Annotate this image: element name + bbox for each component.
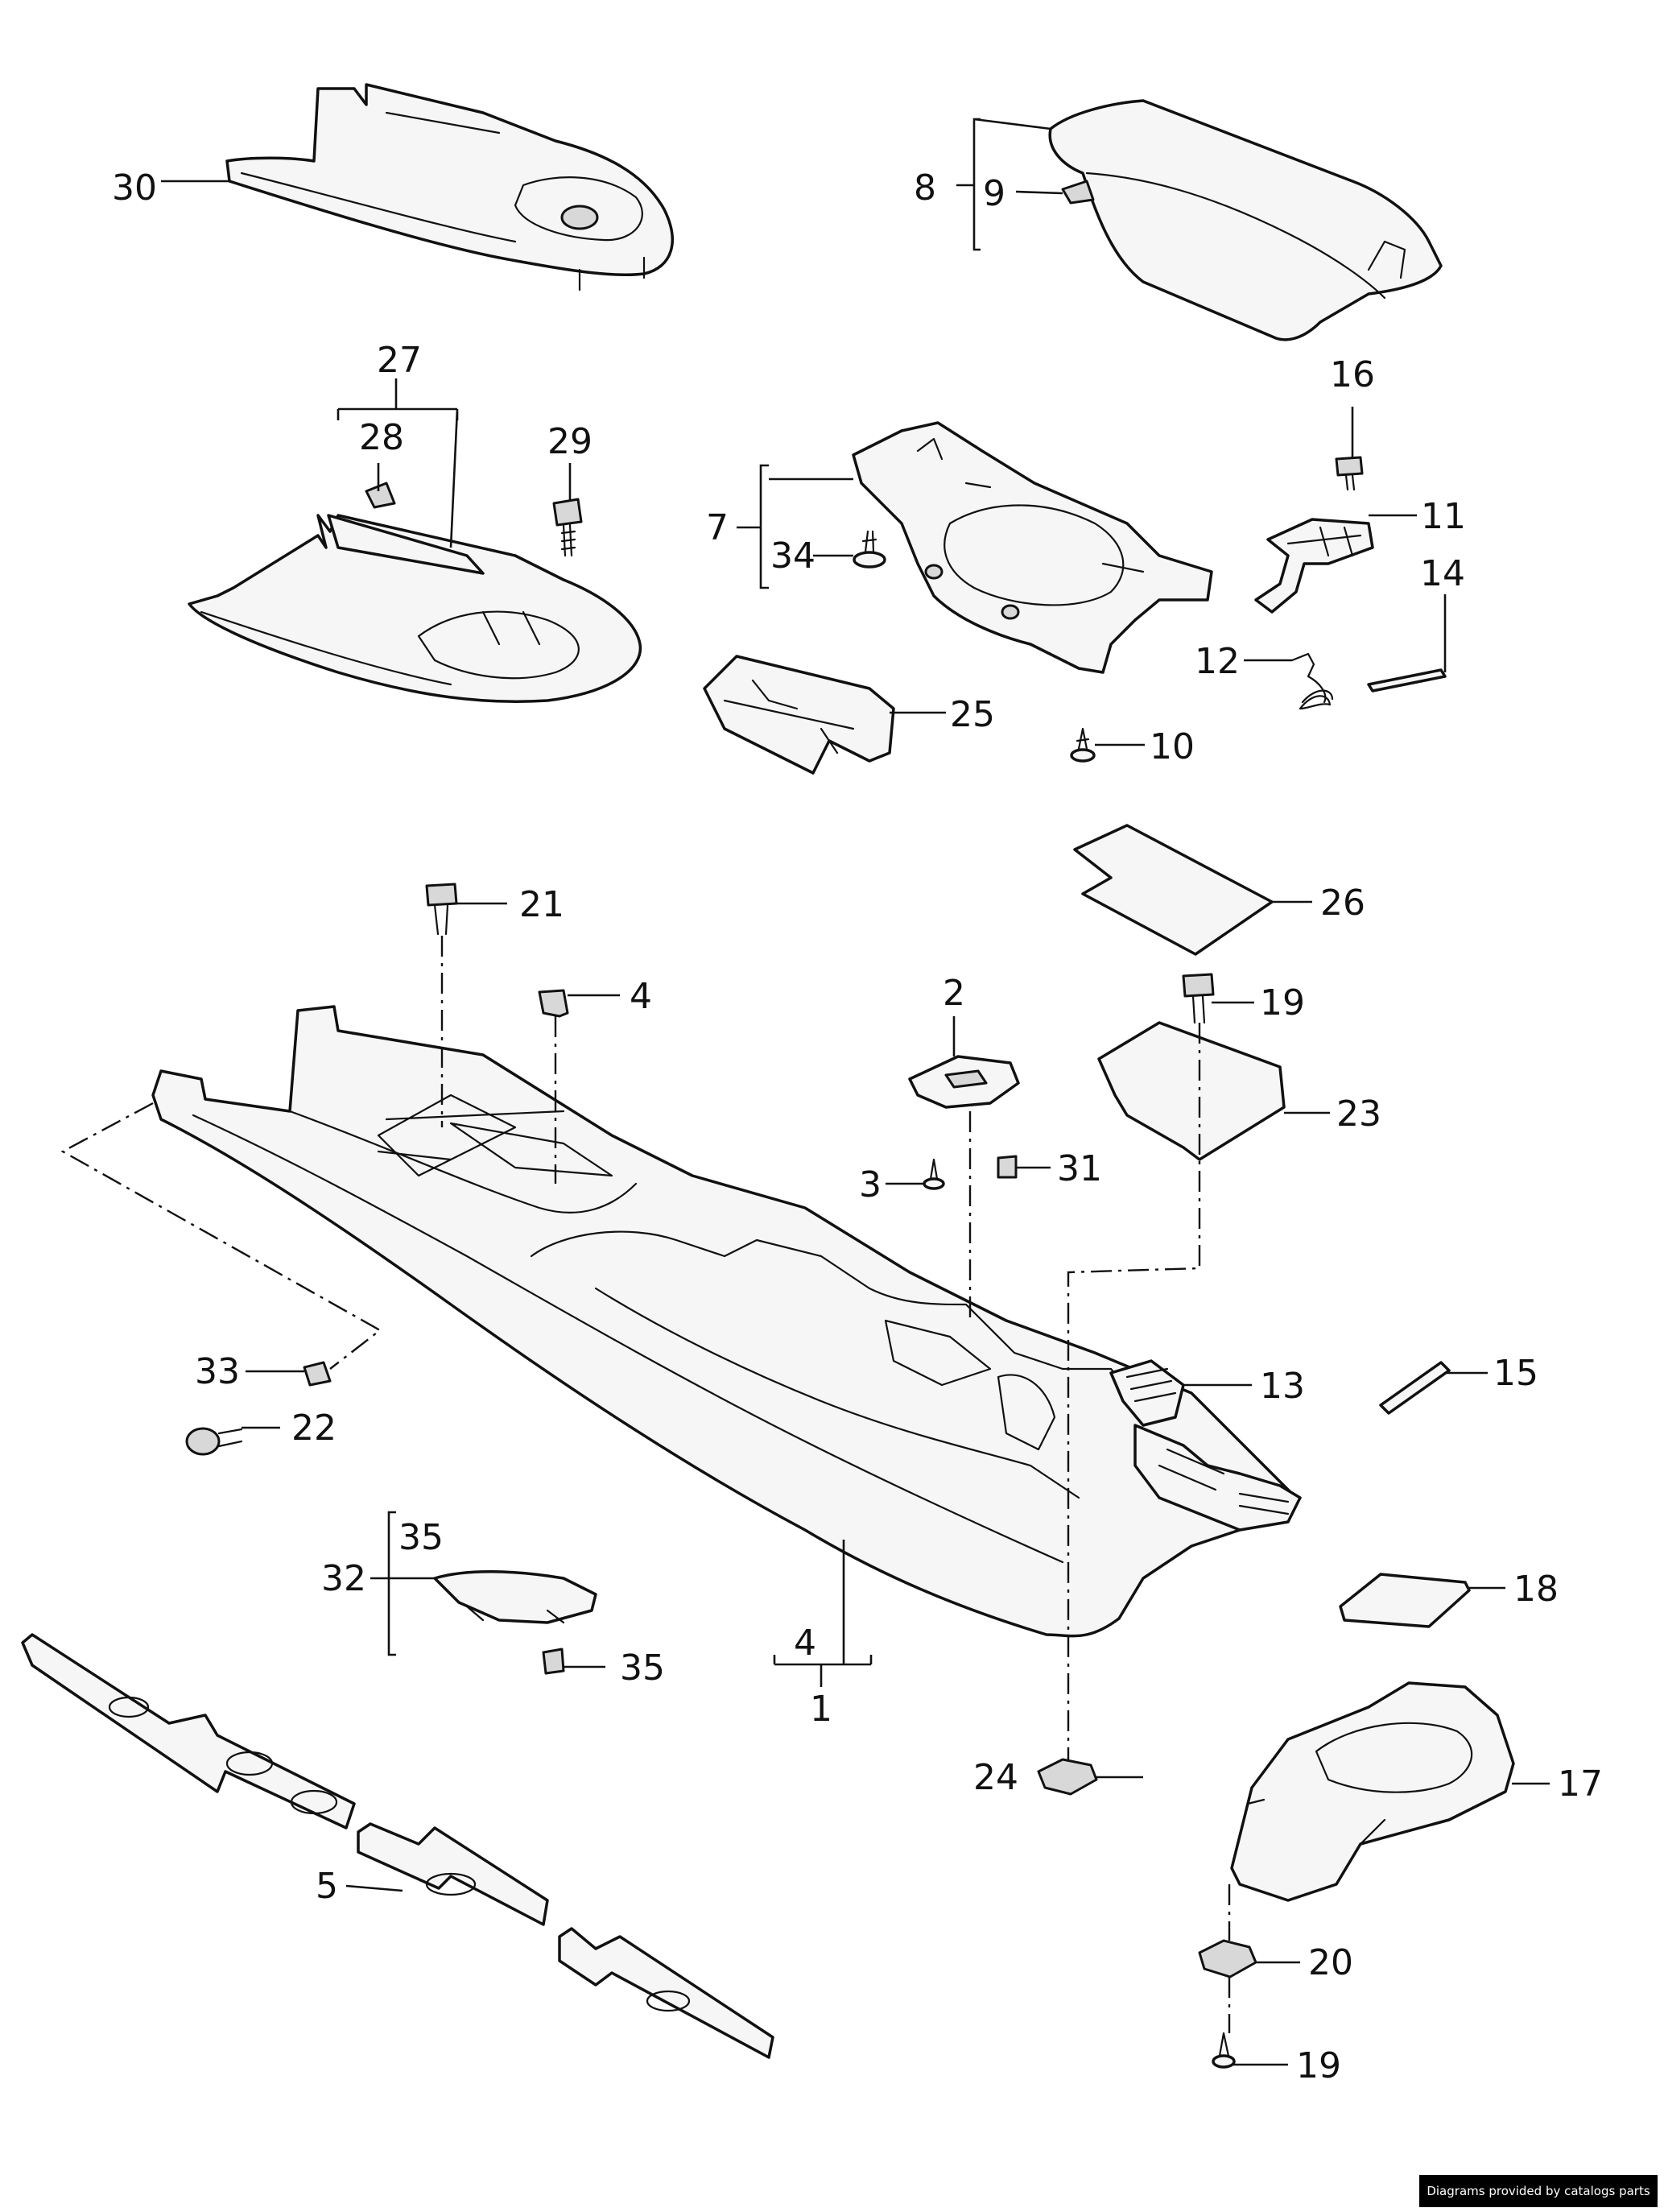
part-13-wiring-harness: [1109, 1359, 1302, 1532]
callout-4-top: 4: [630, 976, 652, 1017]
callout-12: 12: [1195, 641, 1240, 682]
leader-lines: [161, 118, 1550, 2066]
part-35-clip: [542, 1648, 565, 1675]
part-22-bolt: [185, 1427, 243, 1456]
callout-32: 32: [321, 1558, 366, 1599]
part-27-trim-frame: [188, 482, 642, 703]
callout-19-top: 19: [1260, 982, 1305, 1023]
callout-14: 14: [1420, 553, 1465, 594]
part-15-pin: [1379, 1361, 1451, 1415]
part-20-nut-plate: [1198, 1939, 1257, 1978]
callout-22: 22: [291, 1408, 337, 1449]
part-31-clip: [997, 1155, 1018, 1179]
callout-17: 17: [1558, 1763, 1603, 1805]
callout-26: 26: [1320, 883, 1365, 924]
callout-19-bottom: 19: [1296, 2045, 1341, 2086]
part-32-cover: [433, 1569, 597, 1624]
callout-1: 1: [810, 1689, 832, 1730]
part-7-storage-box: [852, 421, 1213, 674]
callout-35-bottom: 35: [620, 1648, 665, 1689]
callout-labels: 30 8 9 27 28 29 7 34 16 11 14 12 10 25 2…: [112, 167, 1603, 2086]
callout-23: 23: [1336, 1094, 1381, 1135]
callout-31: 31: [1057, 1148, 1102, 1189]
callout-25: 25: [950, 694, 995, 735]
part-4-clip: [538, 989, 569, 1018]
part-2-switch-panel: [908, 1055, 1020, 1109]
part-26-mat: [1073, 824, 1274, 956]
callout-33: 33: [195, 1351, 240, 1392]
part-18-rubber-mat: [1339, 1573, 1471, 1628]
part-10-screw: [1070, 727, 1096, 763]
part-34-screw: [853, 530, 886, 569]
part-3-screw: [923, 1158, 945, 1190]
callout-11: 11: [1421, 496, 1466, 537]
callout-30: 30: [112, 167, 157, 209]
part-25-cupholder-insert: [703, 655, 895, 775]
part-19-bolt-upper: [1182, 973, 1215, 1024]
part-21-bolt: [425, 883, 458, 936]
callout-7: 7: [706, 507, 729, 548]
part-11-bracket: [1254, 518, 1374, 614]
callout-18: 18: [1513, 1569, 1559, 1610]
part-14-pin: [1367, 668, 1447, 693]
part-30-shift-trim: [225, 83, 674, 291]
callout-29: 29: [547, 421, 593, 462]
callout-3: 3: [859, 1164, 882, 1205]
part-16-bolt: [1335, 456, 1364, 491]
part-17-rear-panel: [1230, 1681, 1515, 1902]
callout-5: 5: [316, 1866, 338, 1907]
callout-28: 28: [359, 417, 404, 458]
part-5-insulation-strips: [21, 1633, 774, 2059]
part-8-armrest-lid: [1048, 99, 1443, 341]
part-24-nut-plate: [1037, 1758, 1098, 1796]
callout-13: 13: [1260, 1366, 1305, 1407]
callout-21: 21: [519, 884, 564, 925]
callout-2: 2: [943, 973, 965, 1014]
part-23-cover-plate: [1097, 1021, 1286, 1161]
part-33-clip: [303, 1361, 332, 1387]
callout-9: 9: [983, 173, 1005, 214]
callout-27: 27: [377, 340, 422, 381]
callout-16: 16: [1330, 354, 1375, 395]
callout-20: 20: [1308, 1942, 1353, 1983]
callout-35-top: 35: [398, 1517, 444, 1558]
callout-24: 24: [973, 1757, 1018, 1798]
part-12-spring: [1290, 652, 1334, 710]
credit-badge: Diagrams provided by catalogs parts: [1419, 2175, 1658, 2207]
callout-4-bottom: 4: [794, 1623, 816, 1664]
callout-8: 8: [914, 167, 936, 209]
part-19-screw-lower: [1212, 2032, 1236, 2069]
callout-15: 15: [1493, 1353, 1538, 1394]
callout-10: 10: [1150, 726, 1195, 767]
part-29-bolt: [552, 498, 583, 557]
assembly-lines: [60, 936, 1231, 2033]
callout-34: 34: [770, 535, 815, 577]
